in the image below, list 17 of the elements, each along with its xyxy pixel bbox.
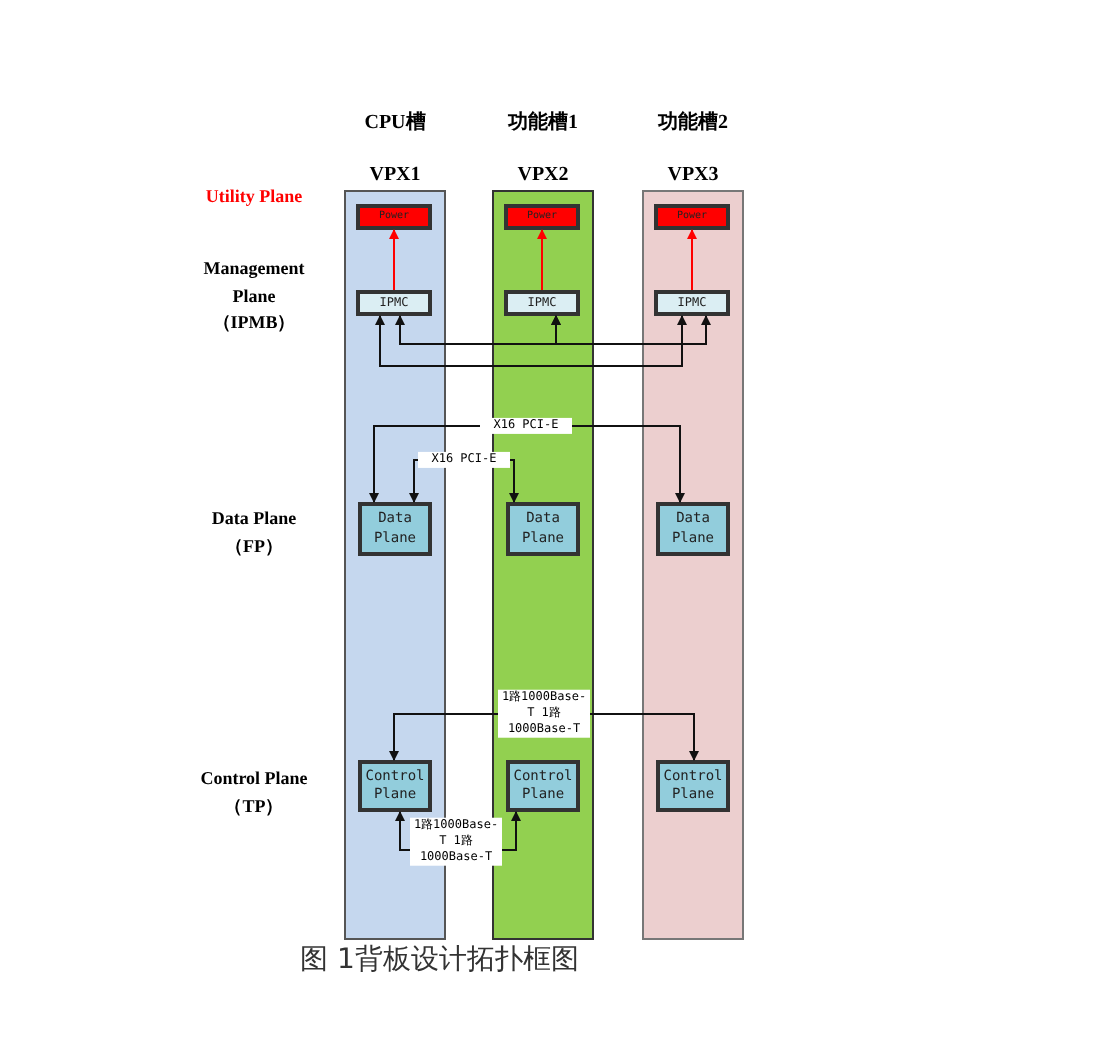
connector-arrow — [395, 315, 561, 345]
plane-label: Utility Plane — [204, 184, 304, 210]
column-heading: VPX1 — [367, 166, 423, 186]
plane-label: Data Plane （FP） — [209, 506, 299, 560]
figure-caption: 图 1背板设计拓扑框图 — [300, 942, 579, 980]
column-heading: 功能槽2 — [656, 114, 730, 134]
connector-arrow — [537, 229, 547, 291]
connector-arrow — [687, 229, 697, 291]
connector-arrow — [389, 229, 399, 291]
column-heading: 功能槽1 — [506, 114, 580, 134]
plane-label: Management Plane （IPMB） — [201, 256, 307, 336]
column-heading: CPU槽 — [362, 114, 428, 134]
column-heading: VPX3 — [665, 166, 721, 186]
column-heading: VPX2 — [515, 166, 571, 186]
connector-arrow — [375, 315, 687, 367]
plane-label: Control Plane （TP） — [198, 766, 310, 820]
connector-arrow — [551, 315, 711, 345]
